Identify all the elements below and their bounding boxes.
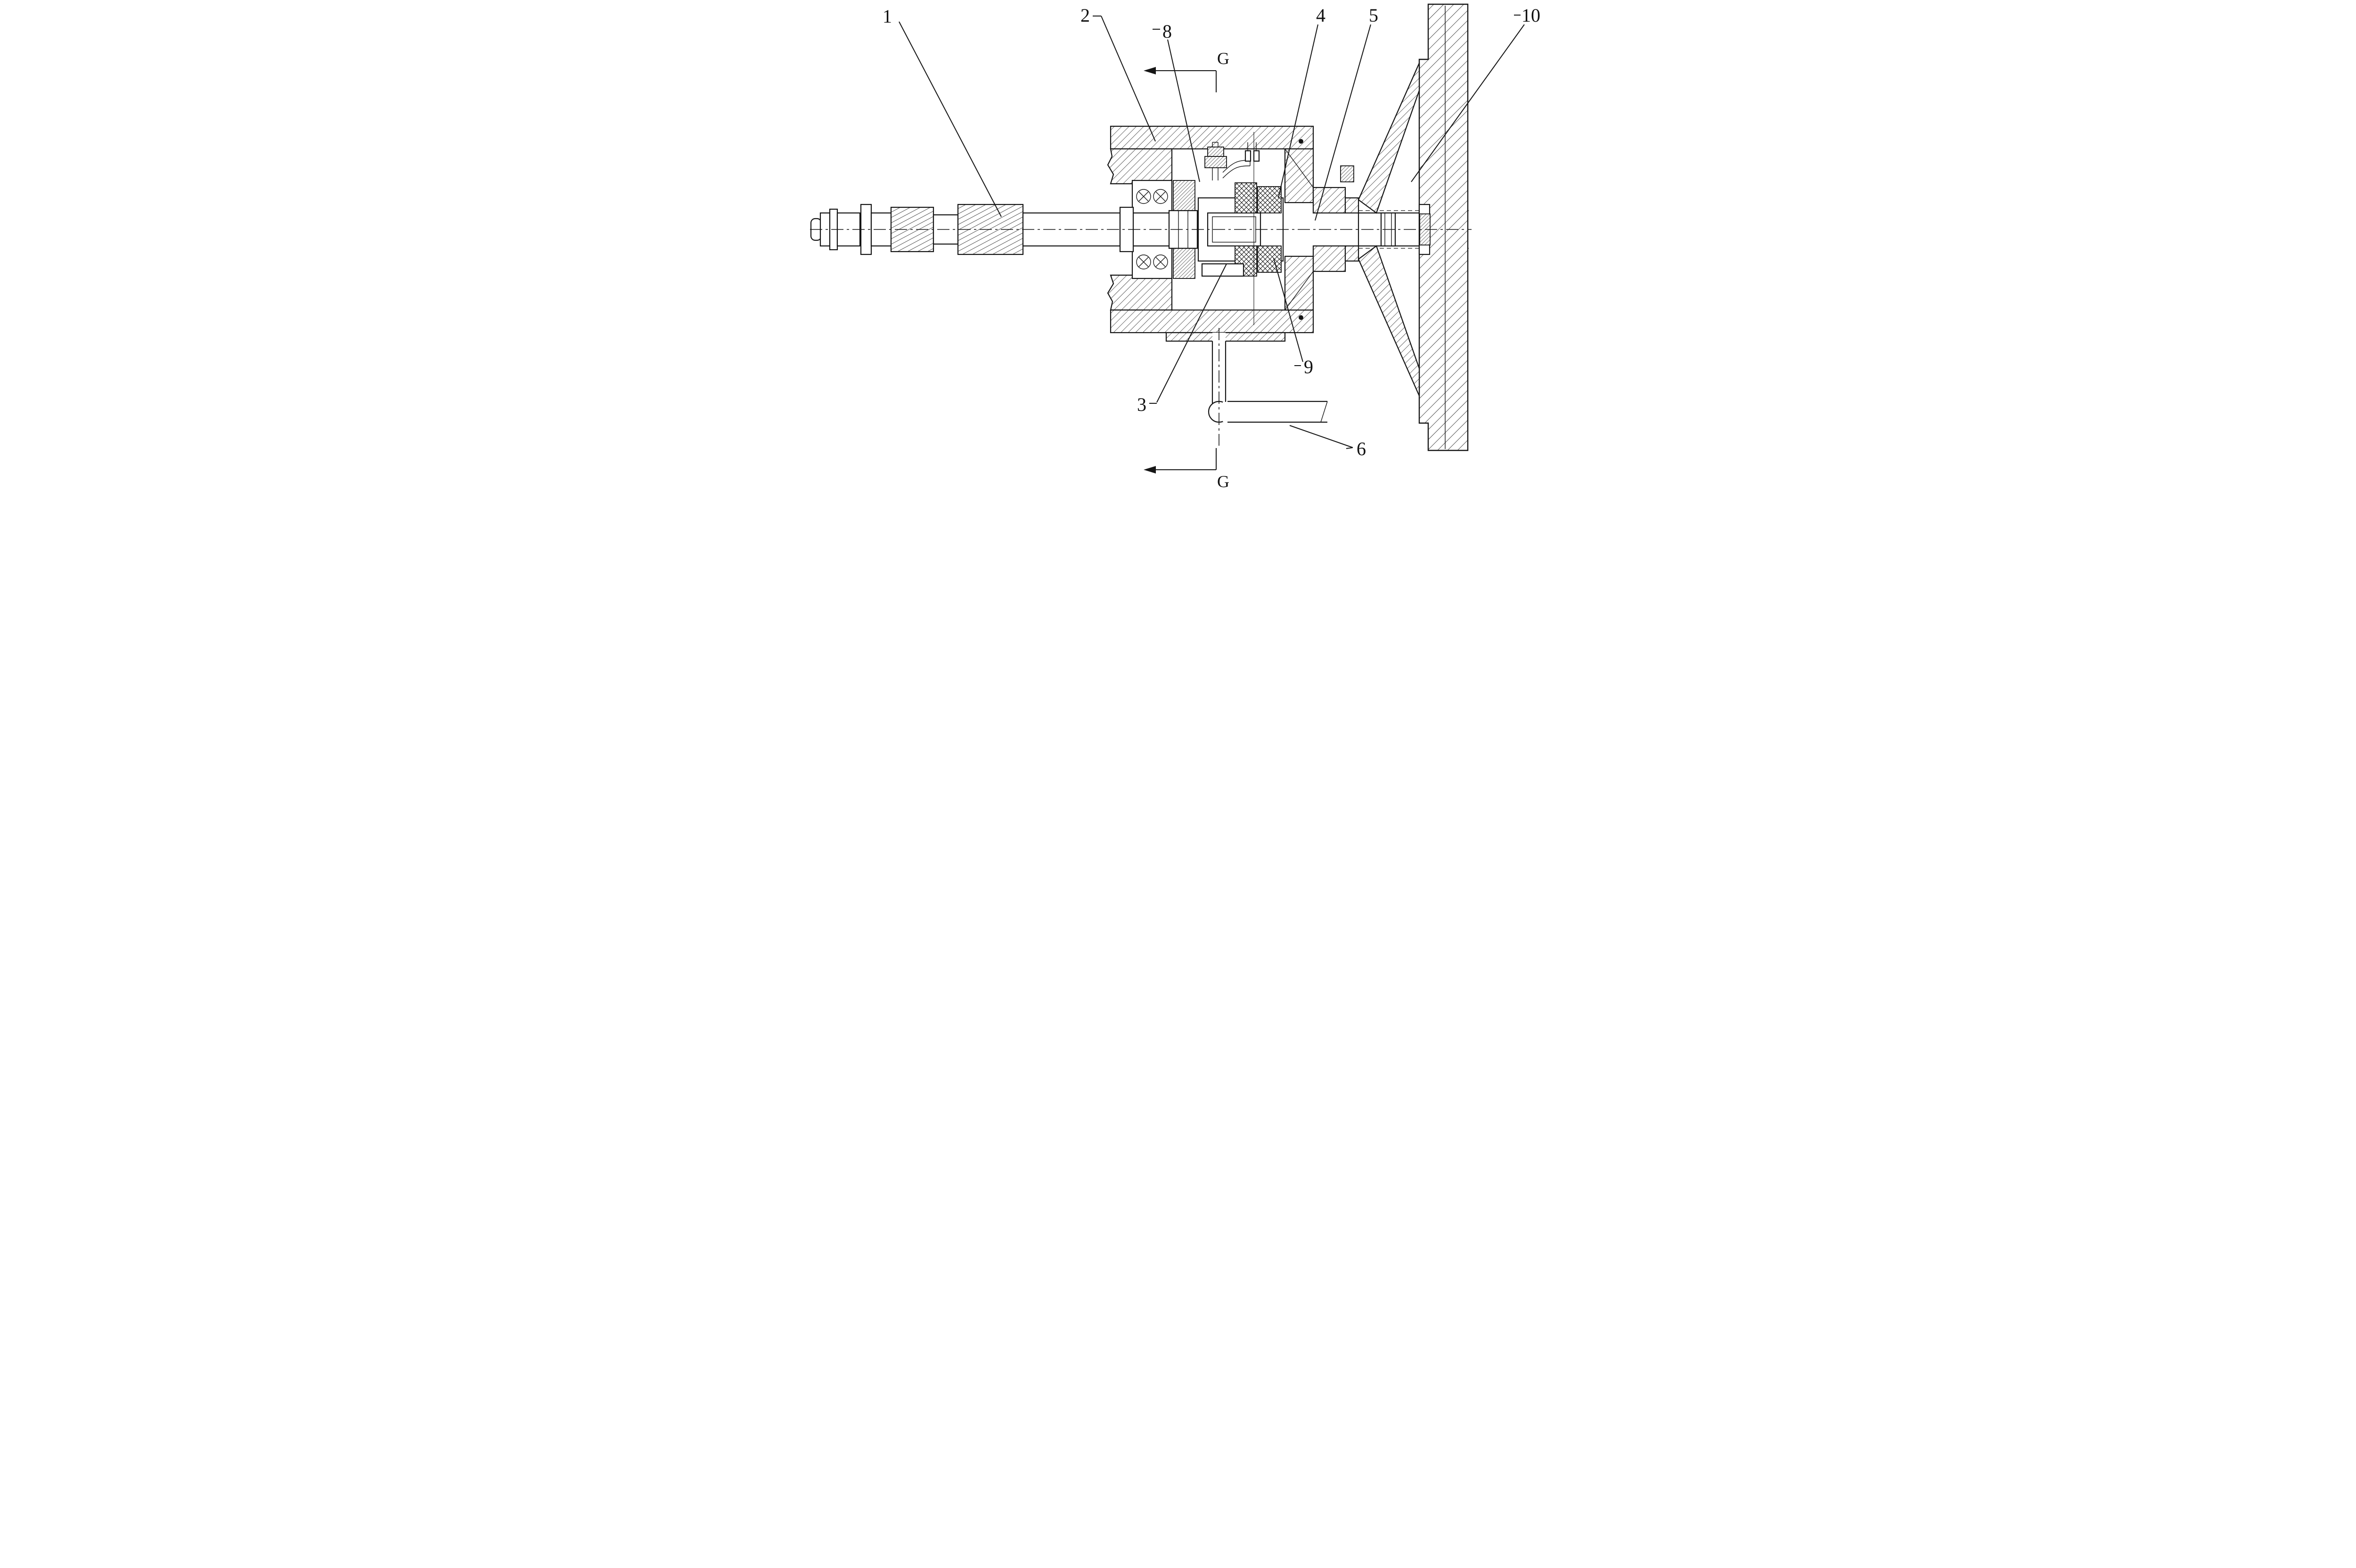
callout-2-label: 2: [1080, 5, 1090, 26]
section-label-top: G: [1217, 49, 1229, 68]
hub-step-upper: [1344, 197, 1359, 214]
seal-stack-upper: [1207, 147, 1224, 157]
housing-upper-left-block: [1107, 148, 1173, 185]
rotor-assembly: [1168, 182, 1284, 277]
needle-bearing-upper-b: [1257, 186, 1282, 213]
bell-cone-line-upper: [1284, 148, 1314, 188]
callout-10-label: 10: [1522, 5, 1540, 26]
engineering-drawing-page: G G 1 2 8 4 5: [808, 0, 1548, 490]
o-ring-upper: [1299, 139, 1303, 144]
section-marker-top: G: [1144, 49, 1229, 92]
hub-lower: [1312, 245, 1346, 272]
web-lower: [1358, 245, 1420, 396]
o-ring-lower: [1299, 315, 1303, 320]
callout-6: 6: [1289, 425, 1366, 459]
callout-9: 9: [1273, 258, 1313, 377]
callout-1: 1: [883, 6, 1002, 217]
housing-bottom-wall: [1110, 309, 1314, 334]
lower-cover-plate: [1201, 263, 1244, 277]
callout-4: 4: [1278, 5, 1325, 198]
section-arrow-bottom: [1144, 466, 1156, 474]
plug-fitting: [1340, 165, 1354, 182]
needle-bearing-lower-b: [1257, 245, 1282, 273]
callout-5-label: 5: [1369, 5, 1378, 26]
housing-right-wall-lower: [1284, 255, 1314, 311]
valve-assembly: [1204, 142, 1260, 180]
seal-stack-lower: [1204, 156, 1227, 168]
flange-disc: [1418, 3, 1469, 451]
callout-6-label: 6: [1357, 438, 1366, 459]
stud-a: [1244, 150, 1252, 162]
cross-section-drawing: G G 1 2 8 4 5: [810, 3, 1540, 490]
hub-step-lower: [1344, 245, 1359, 262]
needle-bearing-upper-a: [1235, 182, 1257, 213]
section-label-bottom: G: [1217, 472, 1229, 490]
housing-lower-left-block: [1107, 274, 1173, 311]
bearing-lower: [1131, 245, 1173, 279]
callout-3: 3: [1137, 263, 1227, 415]
pump-housing: [1107, 125, 1314, 342]
section-arrow-top: [1144, 67, 1156, 74]
callout-10: 10: [1411, 5, 1540, 182]
web-upper: [1358, 63, 1420, 214]
spacer-upper: [1173, 180, 1195, 213]
spacer-rings: [1173, 180, 1195, 279]
callout-8: 8: [1153, 21, 1200, 182]
spacer-lower: [1173, 245, 1195, 279]
pipe-break-line: [1320, 401, 1328, 423]
bell-cone-line-lower: [1284, 271, 1314, 310]
callout-8-label: 8: [1162, 21, 1172, 42]
callout-2: 2: [1080, 5, 1156, 142]
callout-4-label: 4: [1316, 5, 1325, 26]
callout-9-label: 9: [1304, 356, 1313, 377]
flange-wheel: [1358, 3, 1469, 451]
callouts: 1 2 8 4 5 10 9: [883, 5, 1540, 459]
section-marker-bottom: G: [1144, 448, 1229, 490]
callout-5: 5: [1315, 5, 1378, 221]
callout-1-label: 1: [883, 6, 892, 27]
bent-tube-outer: [1222, 165, 1251, 179]
bearing-upper: [1131, 180, 1173, 214]
stud-b: [1253, 150, 1260, 162]
callout-3-label: 3: [1137, 394, 1146, 415]
centerlines: [810, 132, 1472, 446]
housing-right-wall-upper: [1284, 148, 1314, 204]
drain-pipe: [1208, 333, 1328, 423]
housing-top-wall: [1110, 125, 1314, 150]
